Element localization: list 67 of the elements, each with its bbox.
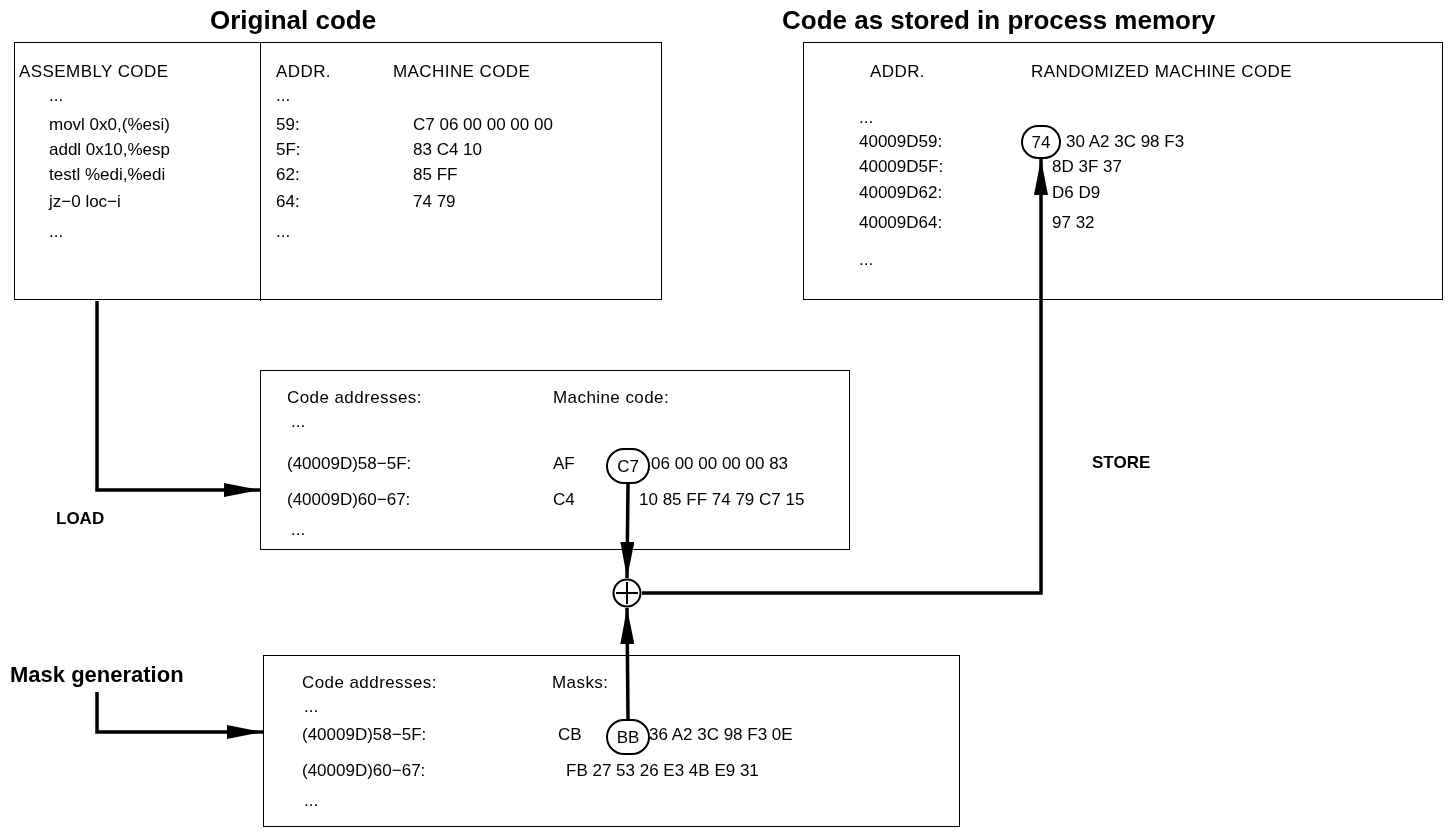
column-header: RANDOMIZED MACHINE CODE: [1031, 63, 1292, 80]
code-text: 36 A2 3C 98 F3 0E: [649, 726, 793, 743]
code-text: 97 32: [1052, 214, 1095, 231]
arrow: [620, 608, 635, 719]
code-text: ...: [304, 792, 319, 809]
code-text: 40009D59:: [859, 133, 943, 150]
machine-code-box: [260, 370, 850, 550]
code-text: jz−0 loc−i: [49, 193, 121, 210]
code-text: ...: [276, 87, 291, 104]
code-text: C4: [553, 491, 575, 508]
circled-byte: [606, 448, 650, 484]
circled-byte: [606, 719, 650, 755]
column-header: MACHINE CODE: [393, 63, 531, 80]
code-text: 83 C4 10: [413, 141, 482, 158]
code-text: movl 0x0,(%esi): [49, 116, 170, 133]
column-header: ASSEMBLY CODE: [19, 63, 169, 80]
code-text: ...: [291, 413, 306, 430]
code-text: ...: [859, 109, 874, 126]
code-text: C7 06 00 00 00 00: [413, 116, 553, 133]
arrow: [642, 159, 1048, 595]
code-text: (40009D)58−5F:: [287, 455, 412, 472]
code-text: ...: [291, 521, 306, 538]
code-text: AF: [553, 455, 575, 472]
code-text: FB 27 53 26 E3 4B E9 31: [566, 762, 759, 779]
byte-text: BB: [616, 728, 640, 746]
column-header: ADDR.: [276, 63, 332, 80]
code-text: 74 79: [413, 193, 456, 210]
circled-byte: [1021, 125, 1061, 159]
box-heading: Code as stored in process memory: [782, 7, 1216, 33]
code-text: ...: [276, 223, 291, 240]
column-header: Machine code:: [553, 389, 670, 406]
xor-symbol: [612, 578, 642, 608]
arrow: [620, 484, 635, 578]
flow-label: Mask generation: [10, 664, 184, 686]
code-text: addl 0x10,%esp: [49, 141, 170, 158]
code-text: (40009D)58−5F:: [302, 726, 427, 743]
arrow: [95, 692, 263, 739]
column-header: ADDR.: [870, 63, 926, 80]
code-text: D6 D9: [1052, 184, 1101, 201]
column-header: Code addresses:: [287, 389, 422, 406]
code-text: 06 00 00 00 00 83: [651, 455, 789, 472]
mask-box: [263, 655, 960, 827]
code-text: 59:: [276, 116, 300, 133]
code-text: 10 85 FF 74 79 C7 15: [639, 491, 805, 508]
code-text: testl %edi,%edi: [49, 166, 166, 183]
code-text: 5F:: [276, 141, 301, 158]
column-header: Masks:: [552, 674, 609, 691]
column-header: Code addresses:: [302, 674, 437, 691]
code-text: 8D 3F 37: [1052, 158, 1122, 175]
code-text: ...: [859, 251, 874, 268]
code-text: ...: [49, 87, 64, 104]
code-text: 85 FF: [413, 166, 458, 183]
box-heading: Original code: [210, 7, 377, 33]
byte-text: 74: [1031, 133, 1051, 151]
code-text: 40009D64:: [859, 214, 943, 231]
code-text: CB: [558, 726, 582, 743]
code-text: (40009D)60−67:: [302, 762, 426, 779]
byte-text: C7: [617, 457, 639, 475]
code-text: (40009D)60−67:: [287, 491, 411, 508]
code-text: 40009D62:: [859, 184, 943, 201]
code-text: 64:: [276, 193, 300, 210]
code-text: 62:: [276, 166, 300, 183]
code-text: ...: [304, 698, 319, 715]
arrow: [95, 301, 260, 497]
code-text: 40009D5F:: [859, 158, 944, 175]
code-text: 30 A2 3C 98 F3: [1066, 133, 1185, 150]
code-text: ...: [49, 223, 64, 240]
